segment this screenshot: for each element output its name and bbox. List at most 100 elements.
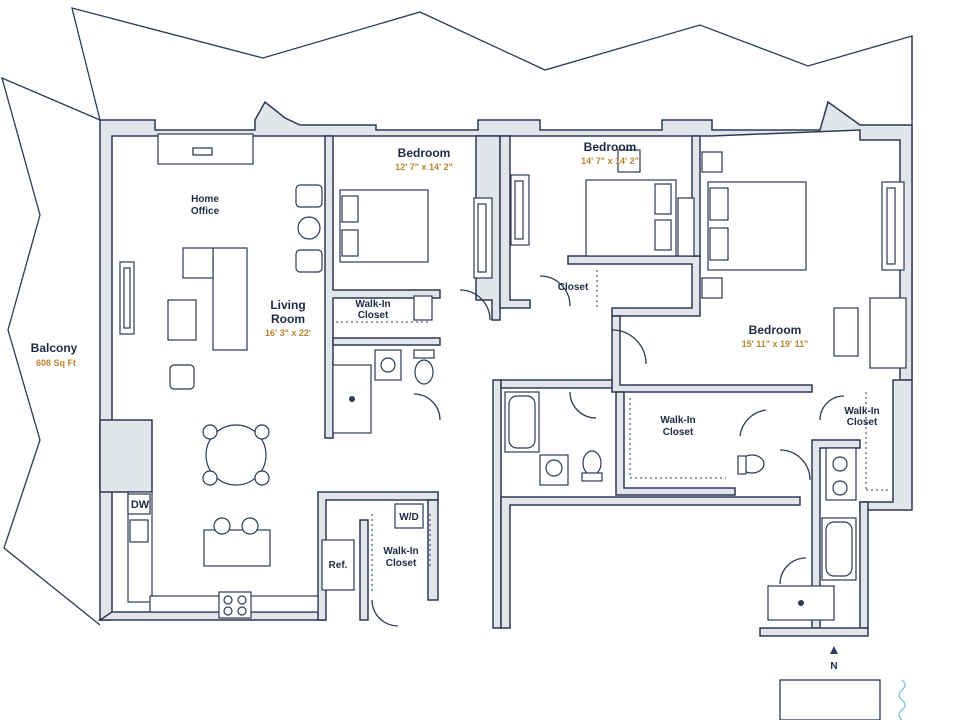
walkin3-label-1: Walk-In [660,415,695,426]
water-wave-icon [898,679,906,720]
bedroom3-lounge [869,297,907,369]
corridor-wall [500,379,613,389]
column [99,419,153,493]
bath1-tank [413,349,435,359]
walkin2-door [371,599,399,627]
bedroom3-label: Bedroom [749,323,802,337]
bath3-tub-basin [825,521,853,577]
burner-1 [223,595,233,605]
bedroom3-nightstand-1 [701,151,723,173]
washer-dryer [394,503,424,529]
interior-wall-b [359,519,369,621]
dining-chair-4 [254,470,270,486]
bath3-right-wall [859,501,869,629]
bedroom2-nightstand [677,197,695,257]
walkin4-door [819,395,845,421]
balcony-outline [1,7,913,626]
burner-2 [237,595,247,605]
bedroom3-dims: 15' 11" x 19' 11" [742,339,809,349]
bedroom1-label: Bedroom [398,146,451,160]
dining-chair-3 [202,470,218,486]
bedroom1-pillow-2 [341,229,359,257]
north-label: N [830,661,837,672]
bath3-bottom-wall [759,627,869,637]
bath3-drain [798,600,804,606]
balcony-area: 608 Sq Ft [36,358,76,368]
refrigerator [321,539,355,591]
washer-dryer-label: W/D [399,512,418,523]
walkin1-label-1: Walk-In [355,299,390,310]
bath3-door [779,449,811,481]
walkin4-label-1: Walk-In [844,406,879,417]
walkin3-door [739,409,767,437]
dishwasher-label: DW [131,499,150,511]
dining-table [205,424,267,486]
armchair [169,364,195,390]
living-room-label-2: Room [271,312,305,326]
closet-label: Closet [558,282,589,293]
bedroom1-dims: 12' 7" x 14' 2" [395,162,453,172]
bath3-tank [737,455,747,475]
stool-1 [213,517,231,535]
bedroom1-tv [477,203,487,273]
interior-wall-d [492,379,502,629]
office-desk [157,133,254,165]
bedroom3-nightstand-2 [701,277,723,299]
closet-door [539,275,571,307]
bedroom3-pillow-2 [709,227,729,261]
side-table [297,216,321,240]
bath1-sink [380,357,396,373]
sofa [212,247,248,351]
bath3-sink-1 [832,456,848,472]
bath1-drain [349,396,355,402]
bath2-sink [545,459,563,477]
bedroom3-tv [886,187,896,265]
interior-wall-a [317,491,439,621]
dining-chair-2 [254,424,270,440]
bedroom3-pillow-1 [709,187,729,221]
walkin2-label-2: Closet [386,558,417,569]
home-office-label-2: Office [191,206,220,217]
bedroom1-wall [324,135,441,439]
walkin1-label-2: Closet [358,310,389,321]
bath2-tank [581,472,603,482]
bath2-tub-basin [508,395,536,449]
north-arrow-icon [830,646,838,654]
living-room-label-1: Living [270,298,305,312]
walkin4-rod [865,392,890,491]
bath3-shower-door [779,557,807,585]
burner-4 [237,606,247,616]
dishwasher-box [127,493,151,515]
coffee-table [167,299,197,341]
walkin3-rod [629,398,726,479]
bath1-toilet [414,359,434,385]
walkin1-door-frame [413,295,433,321]
bedroom3-door [611,329,647,365]
home-office-label-1: Home [191,194,219,205]
accent-chair-1 [295,184,323,208]
bedroom3-desk [833,307,859,357]
stool-2 [241,517,259,535]
cooktop [218,591,252,619]
walkin2-label-1: Walk-In [383,546,418,557]
sofa-chaise [182,247,214,279]
accent-chair-2 [295,249,323,273]
bedroom2-chair [617,149,641,173]
dining-chair-1 [202,424,218,440]
key-plan-box [779,679,881,720]
burner-3 [223,606,233,616]
bedroom2-bottom-wall [567,255,701,317]
kitchen-island [203,529,271,567]
window-left [123,267,131,329]
bedroom2-pillow-1 [654,183,672,215]
living-room-dims: 16' 3" x 22' [265,328,311,338]
bedroom2-wall [499,135,531,309]
bedroom2-label: Bedroom [584,140,637,154]
bedroom2-dims: 14' 7" x 14' 2" [581,156,639,166]
bath3-sink-2 [832,480,848,496]
bath1-wall [332,337,441,346]
walkin2-shelves [371,514,431,592]
kitchen-sink [129,519,149,543]
balcony-label: Balcony [31,341,78,355]
